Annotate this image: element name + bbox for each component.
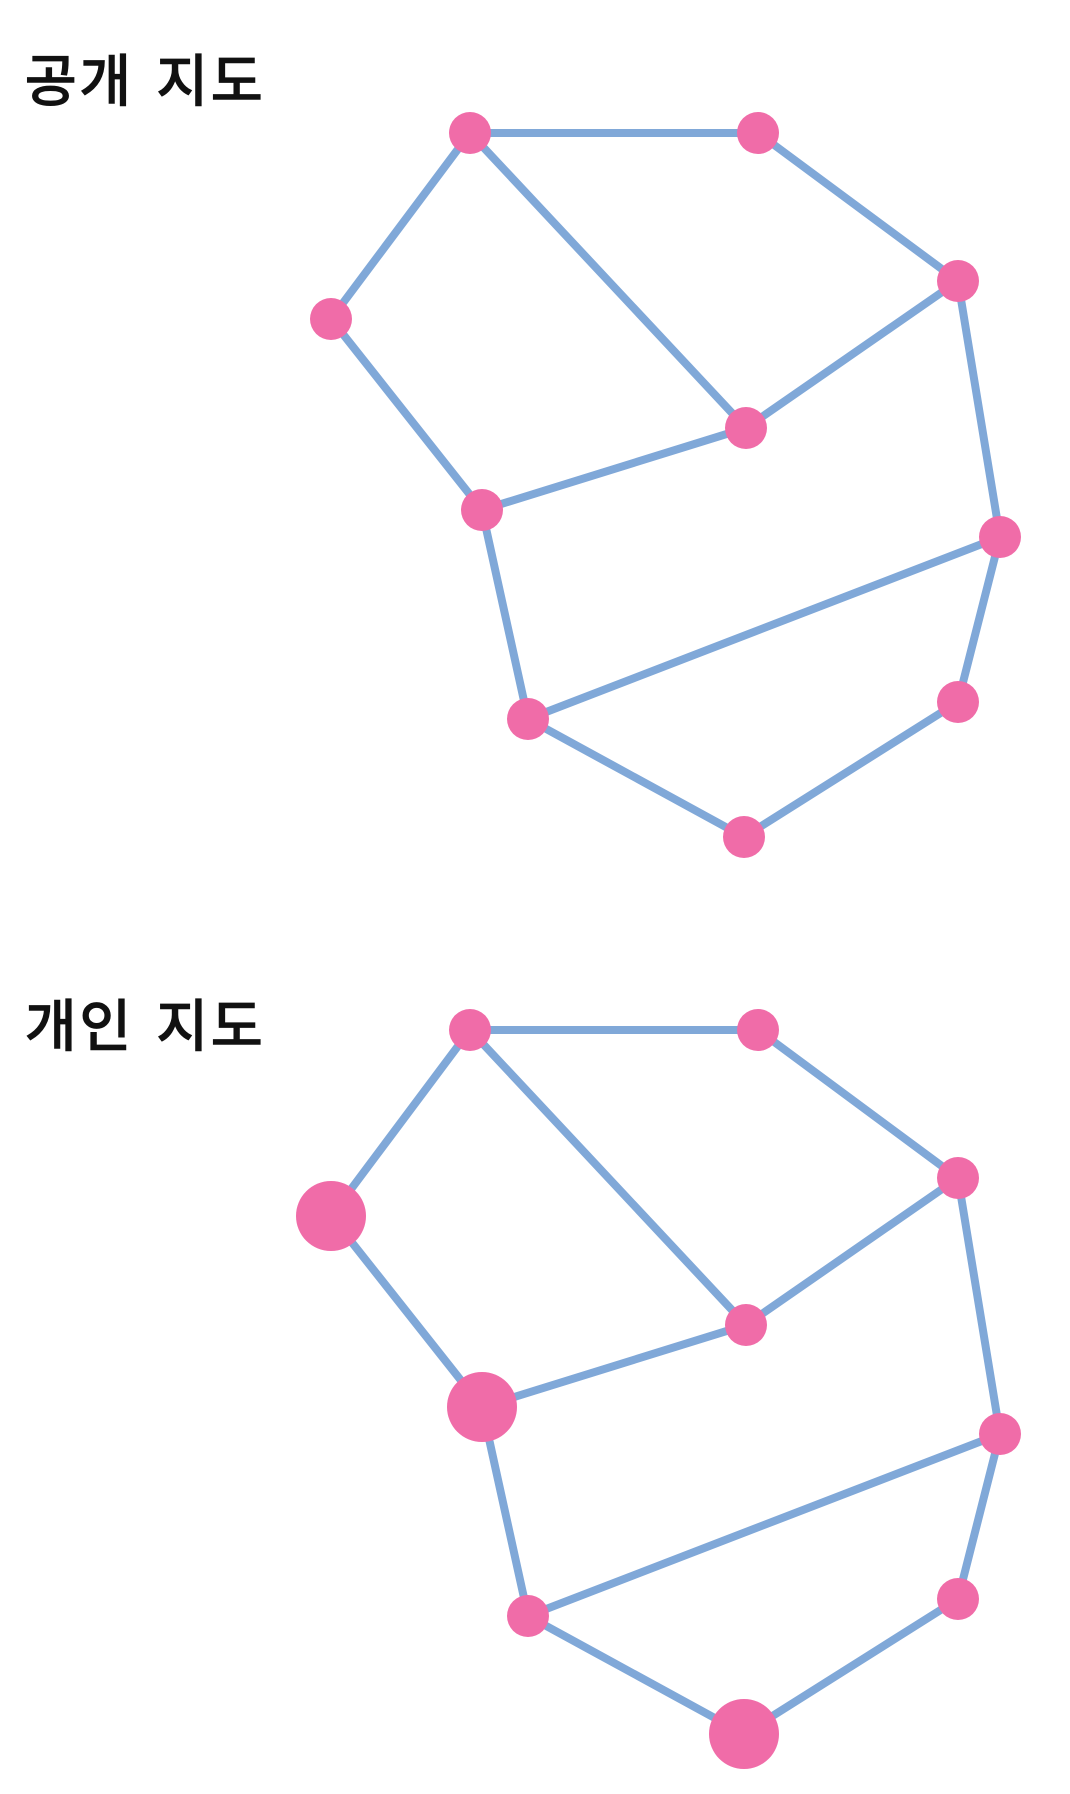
edge-n8-n10	[524, 715, 748, 841]
large-node-n10	[709, 1699, 779, 1769]
node-n2	[737, 1009, 779, 1051]
node-n5	[725, 407, 767, 449]
edge-n5-n6	[478, 1321, 750, 1411]
node-n6	[461, 489, 503, 531]
node-n3	[310, 298, 352, 340]
node-n7	[979, 516, 1021, 558]
private-map-title: 개인 지도	[25, 995, 266, 1060]
node-n9	[937, 681, 979, 723]
edge-n7-n8	[524, 533, 1004, 723]
edge-n7-n9	[954, 1430, 1004, 1603]
node-n1	[449, 1009, 491, 1051]
edge-n7-n9	[954, 533, 1004, 706]
edge-n1-n5	[466, 1026, 750, 1329]
public-map-graph	[310, 112, 1021, 858]
node-n4	[937, 260, 979, 302]
edge-n7-n8	[524, 1430, 1004, 1620]
large-node-n6	[447, 1372, 517, 1442]
node-n9	[937, 1578, 979, 1620]
edge-n4-n7	[954, 1174, 1004, 1438]
edge-n4-n5	[742, 277, 962, 432]
edge-n4-n7	[954, 277, 1004, 541]
node-n8	[507, 1595, 549, 1637]
edge-n9-n10	[740, 698, 962, 841]
node-n10	[723, 816, 765, 858]
edge-n1-n3	[327, 129, 474, 323]
large-node-n3	[296, 1181, 366, 1251]
node-n1	[449, 112, 491, 154]
edge-n6-n8	[478, 1403, 532, 1620]
node-n5	[725, 1304, 767, 1346]
private-map-graph	[296, 1009, 1021, 1769]
edge-n1-n5	[466, 129, 750, 432]
edge-n5-n6	[478, 424, 750, 514]
node-n4	[937, 1157, 979, 1199]
edge-n3-n6	[327, 315, 486, 514]
node-n8	[507, 698, 549, 740]
edge-n2-n4	[754, 129, 962, 285]
edge-n4-n5	[742, 1174, 962, 1329]
edge-n9-n10	[740, 1595, 962, 1738]
edge-n6-n8	[478, 506, 532, 723]
node-n2	[737, 112, 779, 154]
edge-n3-n6	[327, 1212, 486, 1411]
node-n7	[979, 1413, 1021, 1455]
edge-n1-n3	[327, 1026, 474, 1220]
edge-n8-n10	[524, 1612, 748, 1738]
edge-n2-n4	[754, 1026, 962, 1182]
public-map-title: 공개 지도	[25, 50, 266, 115]
